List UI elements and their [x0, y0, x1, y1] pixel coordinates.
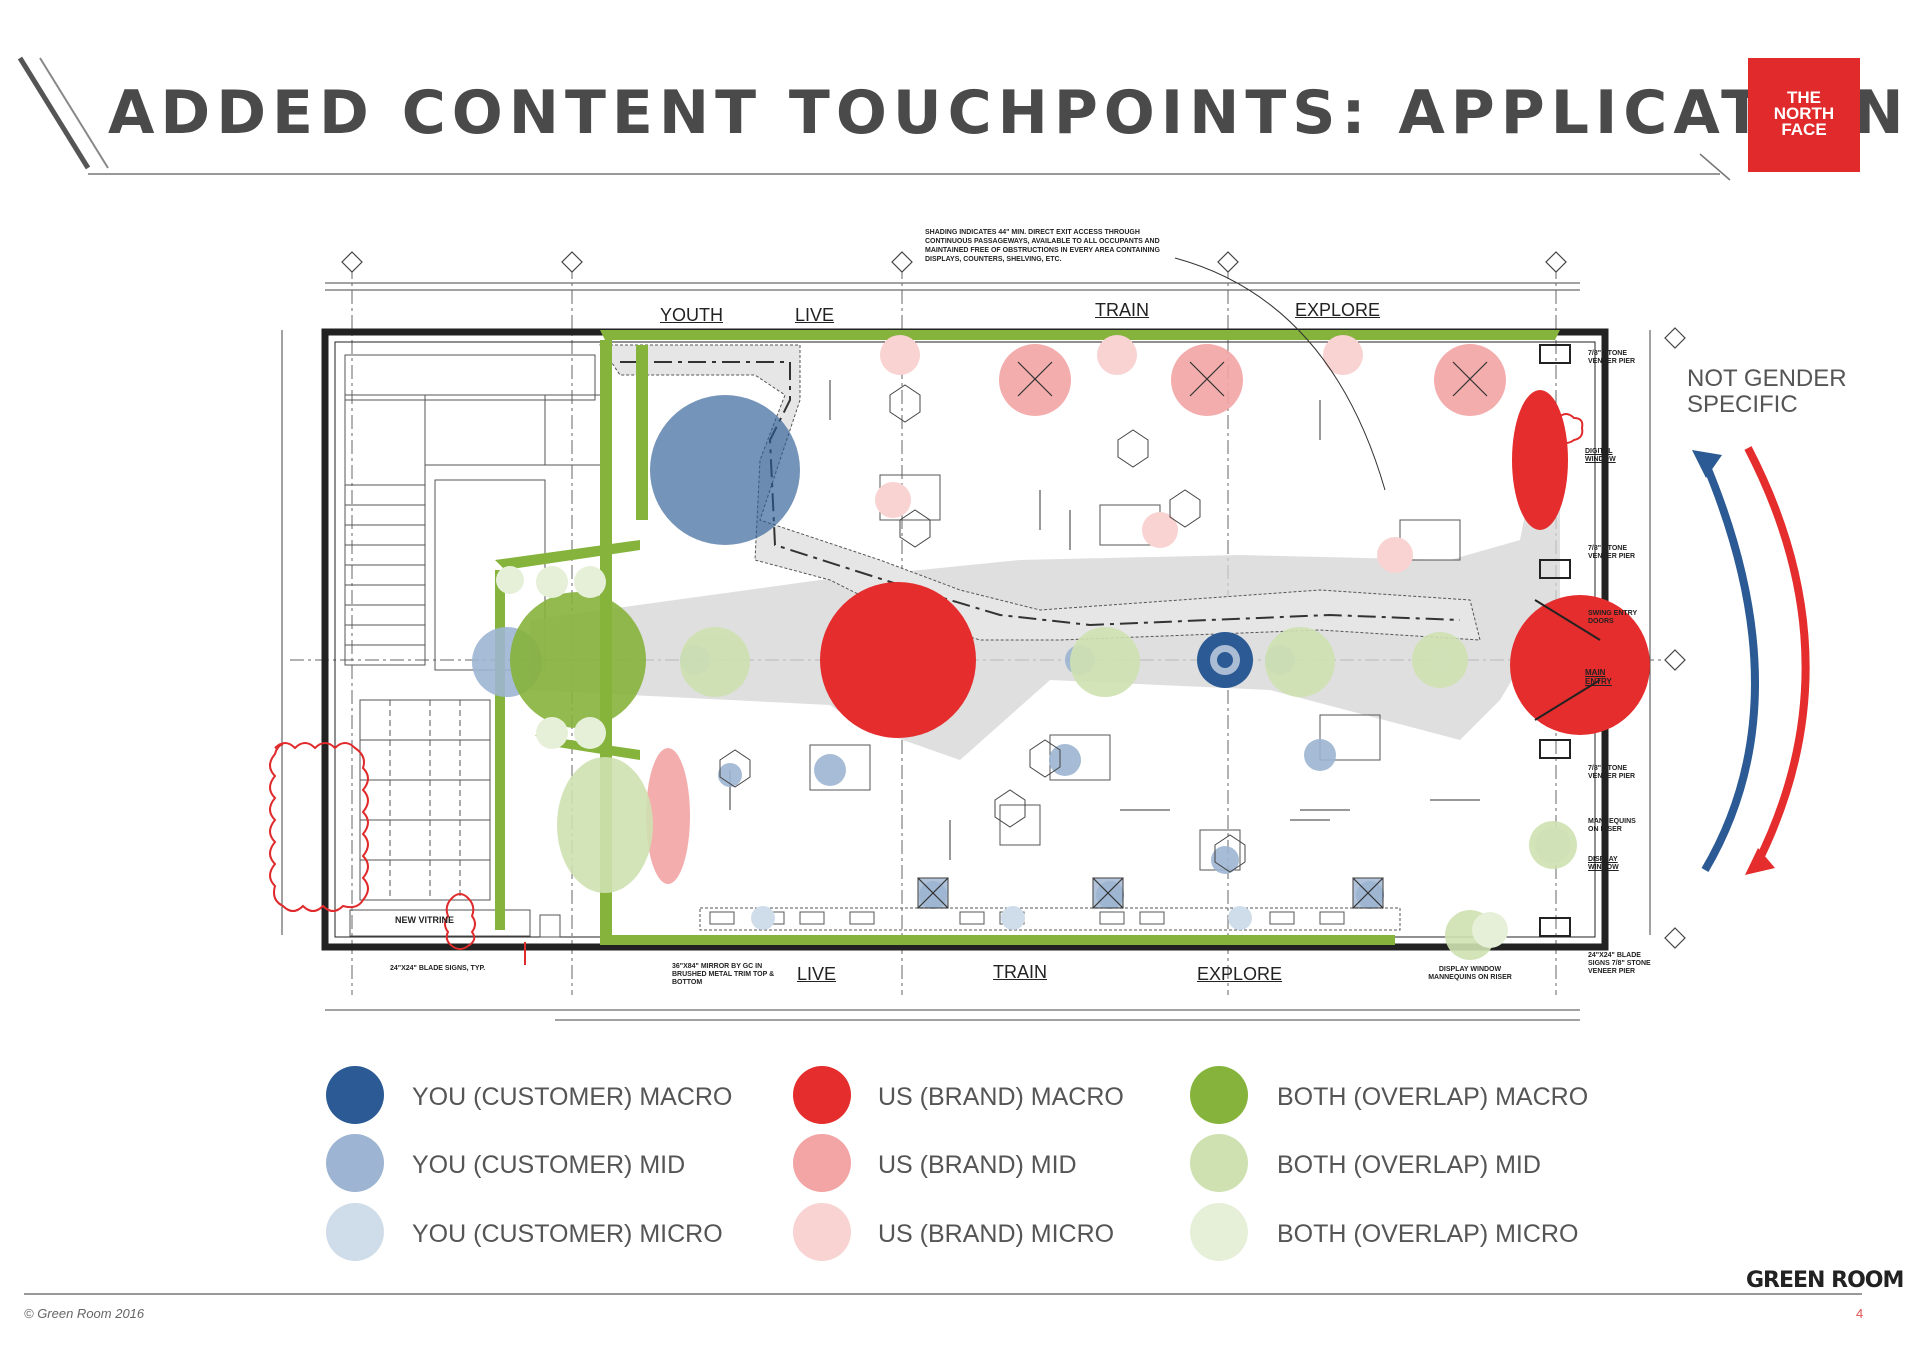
- logo-text-2: NORTH: [1773, 104, 1835, 123]
- zone-label-youth: YOUTH: [660, 305, 723, 325]
- exit-note: SHADING INDICATES 44" MIN. DIRECT EXIT A…: [925, 229, 1160, 263]
- legend-label-brand-macro: US (BRAND) MACRO: [878, 1083, 1124, 1111]
- legend-label-customer-macro: YOU (CUSTOMER) MACRO: [412, 1083, 733, 1111]
- bottom-label-3: DISPLAY WINDOW MANNEQUINS ON RISER: [1428, 966, 1512, 981]
- floor-plan: [269, 251, 1810, 1021]
- legend-swatch-overlap-macro: [1190, 1066, 1248, 1124]
- legend-label-brand-micro: US (BRAND) MICRO: [878, 1220, 1115, 1248]
- bottom-label-2: 36"X84" MIRROR BY GC IN BRUSHED METAL TR…: [672, 963, 775, 986]
- legend-label-overlap-micro: BOTH (OVERLAP) MICRO: [1277, 1220, 1579, 1248]
- legend-swatch-overlap-micro: [1190, 1203, 1248, 1261]
- not-gender-specific-note: NOT GENDER SPECIFIC: [1687, 366, 1847, 418]
- legend-label-overlap-macro: BOTH (OVERLAP) MACRO: [1277, 1083, 1589, 1111]
- side-label-2: DIGITAL WINDOW: [1585, 448, 1616, 463]
- page-number: 4: [1856, 1306, 1864, 1321]
- side-label-4: SWING ENTRY DOORS: [1588, 610, 1638, 625]
- side-label-8: DISPLAY WINDOW: [1588, 856, 1619, 871]
- north-face-logo: THE NORTH FACE: [1748, 58, 1860, 172]
- legend-swatch-brand-macro: [793, 1066, 851, 1124]
- legend-label-overlap-mid: BOTH (OVERLAP) MID: [1277, 1151, 1541, 1179]
- not-gender-line-1: NOT GENDER: [1687, 365, 1847, 392]
- legend-swatch-customer-macro: [326, 1066, 384, 1124]
- legend-swatch-customer-mid: [326, 1134, 384, 1192]
- zone-label-live: LIVE: [795, 305, 835, 325]
- bottom-label-4: 24"X24" BLADE SIGNS 7/8" STONE VENEER PI…: [1588, 952, 1651, 975]
- bottom-label-1: 24"X24" BLADE SIGNS, TYP.: [390, 965, 486, 972]
- logo-text-3: FACE: [1781, 120, 1827, 139]
- legend-label-customer-mid: YOU (CUSTOMER) MID: [412, 1151, 686, 1179]
- page-title: ADDED CONTENT TOUCHPOINTS: APPLICATION: [108, 78, 1910, 148]
- side-label-1: 7/8" STONE VENEER PIER: [1588, 350, 1636, 365]
- not-gender-line-2: SPECIFIC: [1687, 391, 1798, 418]
- side-label-7: MANNEQUINS ON RISER: [1588, 818, 1636, 833]
- side-label-3: 7/8" STONE VENEER PIER: [1588, 545, 1636, 560]
- legend-swatch-customer-micro: [326, 1203, 384, 1261]
- zone-label-live-bottom: LIVE: [797, 964, 837, 984]
- legend-swatch-overlap-mid: [1190, 1134, 1248, 1192]
- zone-label-explore-bottom: EXPLORE: [1197, 964, 1283, 984]
- copyright: © Green Room 2016: [24, 1306, 145, 1321]
- footer-rule: [24, 1293, 1862, 1295]
- zone-label-train: TRAIN: [1095, 300, 1149, 320]
- legend-label-customer-micro: YOU (CUSTOMER) MICRO: [412, 1220, 723, 1248]
- legend-label-brand-mid: US (BRAND) MID: [878, 1151, 1077, 1179]
- vitrine-label: NEW VITRINE: [395, 915, 455, 925]
- green-room-logo: GREEN ROOM: [1746, 1268, 1904, 1293]
- side-label-5: MAIN ENTRY: [1585, 668, 1612, 686]
- legend-swatch-brand-mid: [793, 1134, 851, 1192]
- side-label-6: 7/8" STONE VENEER PIER: [1588, 765, 1636, 780]
- zone-label-explore: EXPLORE: [1295, 300, 1381, 320]
- legend-swatch-brand-micro: [793, 1203, 851, 1261]
- header-rules: [17, 56, 1731, 181]
- zone-label-train-bottom: TRAIN: [993, 962, 1047, 982]
- logo-text-1: THE: [1787, 88, 1821, 107]
